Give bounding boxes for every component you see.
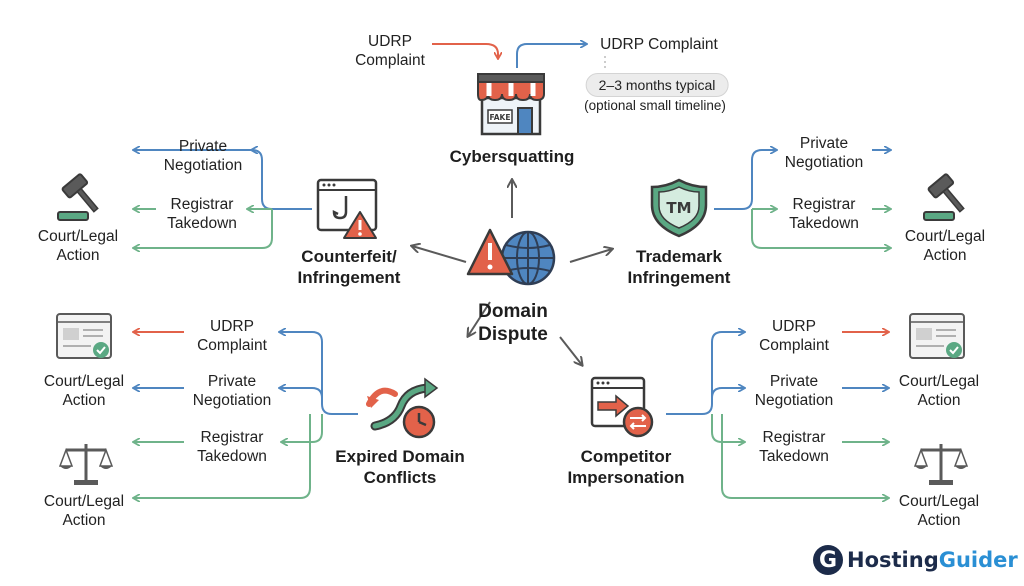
- label-line2: Negotiation: [163, 157, 243, 174]
- label-line1: Registrar: [792, 196, 856, 213]
- registrar-takedown-label: Registrar Takedown: [759, 428, 829, 466]
- center-line1: Domain: [478, 301, 548, 322]
- private-negotiation-label: Private Negotiation: [164, 137, 242, 175]
- court-legal-action-label: Court/Legal Action: [44, 492, 124, 530]
- label-line1: Registrar: [170, 196, 234, 213]
- label-line1: Registrar: [200, 429, 264, 446]
- right-top-branch-lines: [714, 150, 890, 248]
- category-line2: Infringement: [297, 268, 401, 287]
- timeline-note: (optional small timeline): [584, 98, 726, 113]
- label-line1: Court/Legal: [43, 493, 125, 510]
- registrar-takedown-label: Registrar Takedown: [197, 428, 267, 466]
- label-line2: Complaint: [197, 337, 267, 354]
- registrar-takedown-label: Registrar Takedown: [167, 195, 237, 233]
- label-line1: Court/Legal: [37, 228, 119, 245]
- udrp-complaint-outcome-label: UDRP Complaint: [600, 36, 718, 53]
- category-counterfeit: Counterfeit/ Infringement: [298, 246, 401, 288]
- label-line2: Action: [62, 392, 106, 409]
- udrp-complaint-label: UDRP Complaint: [759, 317, 829, 355]
- top-branch-lines: [432, 44, 586, 68]
- label-line2: Action: [917, 392, 961, 409]
- category-competitor: Competitor Impersonation: [567, 446, 684, 488]
- label-line2: Complaint: [355, 52, 425, 69]
- tm-mark-text: TM: [666, 199, 691, 217]
- private-negotiation-label: Private Negotiation: [785, 134, 863, 172]
- court-legal-action-label: Court/Legal Action: [899, 372, 979, 410]
- category-expired-domain: Expired Domain Conflicts: [335, 446, 464, 488]
- logo-text-part2: Guider: [938, 548, 1018, 572]
- warning-globe-icon: [466, 228, 556, 286]
- gavel-icon: [923, 173, 965, 221]
- tm-shield-icon: TM: [650, 178, 708, 238]
- center-node-label: Domain Dispute: [478, 300, 548, 346]
- label-line1: Court/Legal: [898, 493, 980, 510]
- label-line2: Complaint: [759, 337, 829, 354]
- left-bottom-branch-lines: [134, 332, 358, 498]
- label-line1: Court/Legal: [43, 373, 125, 390]
- court-legal-action-label: Court/Legal Action: [905, 227, 985, 265]
- fake-sign-text: FAKE: [489, 113, 510, 122]
- category-cybersquatting: Cybersquatting: [449, 147, 575, 166]
- gavel-icon: [57, 173, 99, 221]
- category-line2: Infringement: [627, 268, 731, 287]
- category-line1: Counterfeit/: [301, 247, 397, 266]
- label-line2: Negotiation: [784, 154, 864, 171]
- category-line1: Competitor: [580, 447, 672, 466]
- label-line1: Court/Legal: [904, 228, 986, 245]
- label-line1: UDRP: [368, 33, 412, 50]
- registrar-takedown-label: Registrar Takedown: [789, 195, 859, 233]
- center-arrows: [412, 180, 612, 365]
- label-line2: Negotiation: [192, 392, 272, 409]
- udrp-complaint-label: UDRP Complaint: [197, 317, 267, 355]
- scales-of-justice-icon: [913, 444, 969, 485]
- label-line2: Takedown: [789, 215, 859, 232]
- storefront-icon: FAKE: [477, 73, 545, 136]
- court-legal-action-label: Court/Legal Action: [899, 492, 979, 530]
- label-line2: Action: [923, 247, 967, 264]
- label-line1: Registrar: [762, 429, 826, 446]
- label-line1: Private: [178, 138, 228, 155]
- label-line2: Action: [56, 247, 100, 264]
- document-check-icon: [909, 313, 965, 359]
- label-line2: Action: [62, 512, 106, 529]
- label-line2: Takedown: [167, 215, 237, 232]
- label-line1: Private: [207, 373, 257, 390]
- label-line1: UDRP: [210, 318, 254, 335]
- timeline-pill: 2–3 months typical: [585, 73, 729, 97]
- phishing-window-icon: [316, 178, 378, 239]
- category-line1: Trademark: [635, 247, 722, 266]
- category-line2: Conflicts: [363, 468, 437, 487]
- logo-mark-icon: G: [813, 545, 843, 575]
- left-top-branch-lines: [134, 150, 312, 248]
- label-line2: Takedown: [759, 448, 829, 465]
- label-line1: Court/Legal: [898, 373, 980, 390]
- label-line1: Private: [769, 373, 819, 390]
- label-line1: UDRP: [772, 318, 816, 335]
- center-line2: Dispute: [478, 324, 548, 345]
- category-trademark: Trademark Infringement: [628, 246, 731, 288]
- document-check-icon: [56, 313, 112, 359]
- court-legal-action-label: Court/Legal Action: [44, 372, 124, 410]
- label-line2: Takedown: [197, 448, 267, 465]
- expired-arrows-clock-icon: [366, 377, 439, 439]
- court-legal-action-label: Court/Legal Action: [38, 227, 118, 265]
- private-negotiation-label: Private Negotiation: [193, 372, 271, 410]
- logo-text-part1: Hosting: [847, 548, 939, 572]
- label-line1: Private: [799, 135, 849, 152]
- udrp-complaint-label: UDRP Complaint: [355, 32, 425, 70]
- category-line2: Impersonation: [567, 468, 685, 487]
- category-line1: Expired Domain: [335, 447, 465, 466]
- private-negotiation-label: Private Negotiation: [755, 372, 833, 410]
- scales-of-justice-icon: [58, 444, 114, 485]
- impersonation-window-icon: [590, 376, 654, 438]
- right-bottom-branch-lines: [666, 332, 888, 498]
- label-line2: Action: [917, 512, 961, 529]
- label-line2: Negotiation: [754, 392, 834, 409]
